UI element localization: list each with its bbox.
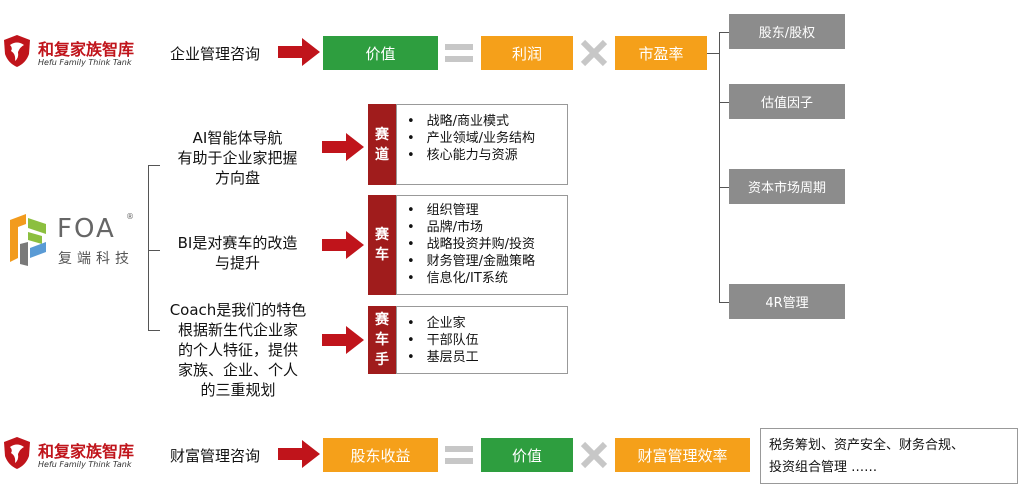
list-item: 战略投资并购/投资 [407,236,567,253]
foa-logo-name: FOA [57,214,116,244]
equals-icon [445,446,473,464]
bottom-efficiency-box: 财富管理效率 [615,438,750,472]
middle-bracket-tick [148,165,160,166]
tag-race-car: 赛 车 [368,195,396,295]
bottom-note-line: 投资组合管理 …… [769,460,878,475]
bracket-tick [719,32,729,33]
multiply-icon [580,441,608,469]
list-item: 产业领域/业务结构 [407,130,567,147]
list-item: 基层员工 [407,349,567,366]
hefu-logo-subtitle: Hefu Family Think Tank [38,58,132,67]
foa-logo: FOA ® 复端科技 [2,210,142,270]
top-value-box: 价值 [323,36,438,70]
list-item: 干部队伍 [407,332,567,349]
list-item: 品牌/市场 [407,219,567,236]
bracket-tick [719,102,729,103]
eagle-shield-icon [4,437,30,469]
red-arrow-icon [322,133,364,161]
list-item: 企业家 [407,315,567,332]
driver-list: 企业家 干部队伍 基层员工 [396,306,568,374]
bottom-returns-box: 股东收益 [323,438,438,472]
hefu-logo-name: 和复家族智库 [38,442,135,461]
equals-icon [445,44,473,62]
bracket-tick [719,302,729,303]
bracket-vertical [719,32,720,302]
foa-mark-icon [10,214,46,266]
race-track-list: 战略/商业模式 产业领域/业务结构 核心能力与资源 [396,104,568,185]
row-2-description: BI是对赛车的改造 与提升 [177,234,298,272]
race-car-list: 组织管理 品牌/市场 战略投资并购/投资 财务管理/金融策略 信息化/IT系统 [396,195,568,295]
row-3-description: Coach是我们的特色 根据新生代企业家 的个人特征，提供 家族、企业、个人 的… [169,301,307,399]
bottom-note-line: 税务筹划、资产安全、财务合规、 [769,438,965,453]
side-item-4r-management: 4R管理 [729,284,845,319]
side-item-shareholders: 股东/股权 [729,14,845,49]
bottom-value-box: 价值 [481,438,573,472]
foa-logo-mark: ® [126,212,134,221]
bracket-connector [707,53,719,54]
tag-race-track: 赛 道 [368,104,396,185]
bottom-note-box: 税务筹划、资产安全、财务合规、 投资组合管理 …… [760,428,1018,484]
red-arrow-icon [322,231,364,259]
side-item-capital-market-cycle: 资本市场周期 [729,169,845,204]
eagle-shield-icon [4,35,30,67]
list-item: 核心能力与资源 [407,147,567,164]
row-1-description: AI智能体导航 有助于企业家把握 方向盘 [177,129,298,187]
top-pe-box: 市盈率 [615,36,707,70]
red-arrow-icon [278,440,320,468]
top-profit-box: 利润 [481,36,573,70]
hefu-logo-top: 和复家族智库 Hefu Family Think Tank [0,30,165,76]
bracket-tick [719,187,729,188]
hefu-logo-subtitle: Hefu Family Think Tank [38,460,132,469]
side-item-valuation-factors: 估值因子 [729,84,845,119]
red-arrow-icon [322,326,364,354]
list-item: 战略/商业模式 [407,113,567,130]
list-item: 信息化/IT系统 [407,270,567,287]
foa-logo-chinese: 复端科技 [58,251,134,267]
middle-bracket-tick [148,250,160,251]
top-title: 企业管理咨询 [170,45,261,63]
multiply-icon [580,39,608,67]
bottom-title: 财富管理咨询 [170,447,261,465]
list-item: 组织管理 [407,202,567,219]
tag-driver: 赛 车 手 [368,306,396,374]
middle-bracket-vertical [148,165,149,330]
middle-bracket-tick [148,330,160,331]
hefu-logo-name: 和复家族智库 [38,40,135,59]
list-item: 财务管理/金融策略 [407,253,567,270]
red-arrow-icon [278,38,320,66]
hefu-logo-bottom: 和复家族智库 Hefu Family Think Tank [0,432,165,478]
